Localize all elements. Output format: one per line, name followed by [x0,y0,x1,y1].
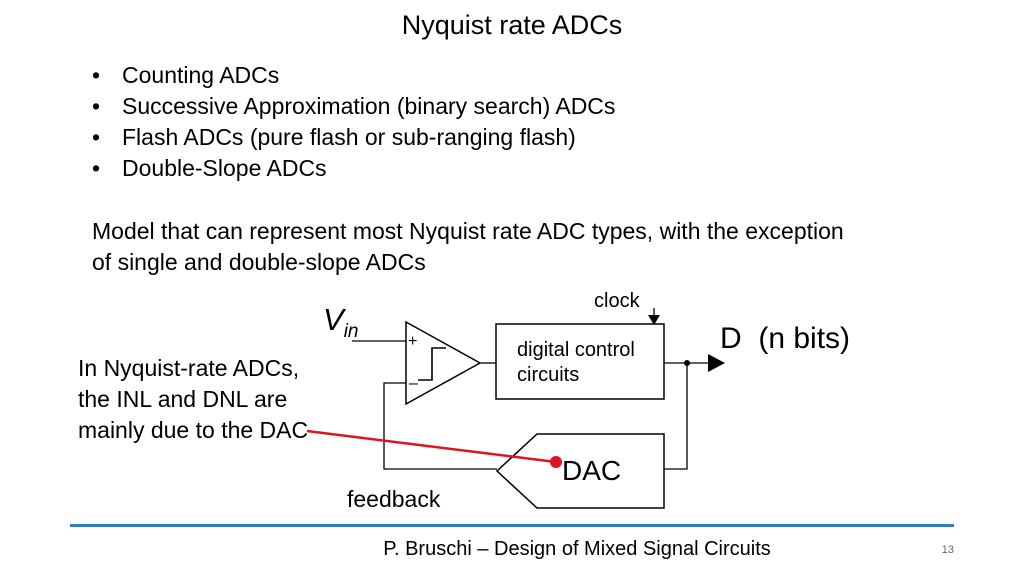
inl-dnl-note: In Nyquist-rate ADCs, the INL and DNL ar… [78,355,309,443]
dac-block [495,433,665,509]
footer-divider [70,524,954,527]
feedback-wire [383,382,497,470]
adc-type-list: Counting ADCs Successive Approximation (… [92,60,615,184]
model-description: Model that can represent most Nyquist ra… [92,218,844,275]
clock-arrow-icon [648,315,660,325]
slide-title: Nyquist rate ADCs [401,10,623,40]
footer-author-course: P. Bruschi – Design of Mixed Signal Circ… [383,538,771,560]
digital-control-block [495,323,665,400]
comparator-plus-sign: + [408,333,417,350]
list-item: Flash ADCs (pure flash or sub-ranging fl… [92,122,615,153]
output-arrow-icon [708,354,725,372]
page-number: 13 [941,544,954,556]
vin-label: Vin [323,302,358,342]
digital-control-label-line2: circuits [517,364,579,386]
dac-pointer-line [306,429,557,464]
vin-main-text: V [323,302,347,337]
comparator-minus-sign: – [409,375,418,392]
output-to-dac-wire [664,363,688,470]
output-label: D (n bits) [720,322,850,355]
vin-subscript-text: in [344,321,359,342]
clock-label: clock [594,290,641,312]
list-item: Double-Slope ADCs [92,153,615,184]
dac-pointer-dot [550,456,562,468]
dac-label: DAC [562,455,621,486]
list-item: Successive Approximation (binary search)… [92,91,615,122]
feedback-label: feedback [347,486,441,512]
digital-control-label-line1: digital control [517,339,635,361]
list-item: Counting ADCs [92,60,615,91]
comparator-step-icon [418,347,446,381]
comparator-symbol [405,320,482,406]
